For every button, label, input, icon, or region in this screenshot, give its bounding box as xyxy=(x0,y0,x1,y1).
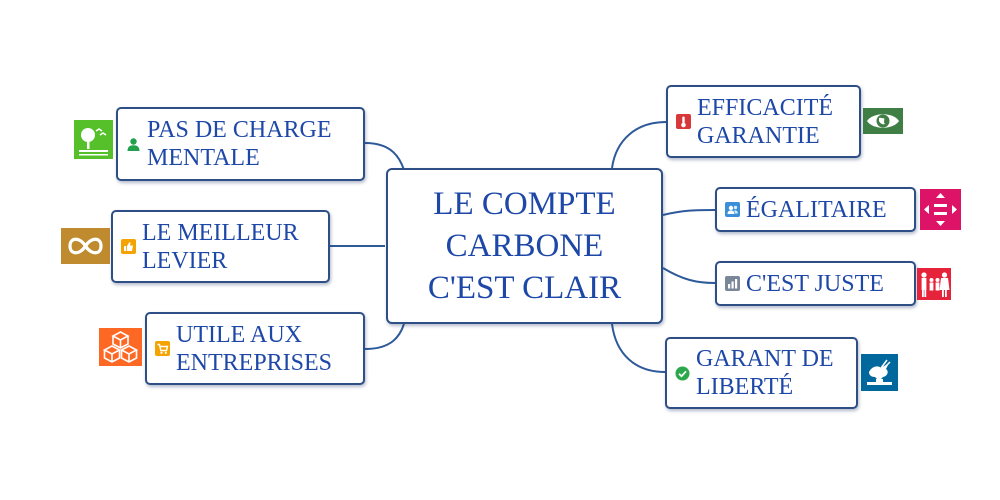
branch-label-line: ÉGALITAIRE xyxy=(746,196,887,223)
branch-egalitaire[interactable]: ÉGALITAIRE xyxy=(715,187,916,232)
branch-label-line: C'EST JUSTE xyxy=(746,270,884,297)
connector-right-2 xyxy=(662,209,716,216)
branch-le-meilleur-levier[interactable]: LE MEILLEUR LEVIER xyxy=(111,210,330,283)
branch-label-line: GARANTIE xyxy=(697,122,820,149)
branch-label-line: LIBERTÉ xyxy=(696,374,794,400)
connector-left-3 xyxy=(364,323,405,350)
sdg-life-on-land-icon xyxy=(74,120,113,159)
bar-chart-icon xyxy=(725,276,740,291)
connector-right-1 xyxy=(611,121,667,169)
sdg-climate-action-icon xyxy=(863,108,903,134)
central-topic-line-1: LE COMPTE xyxy=(433,186,616,222)
branch-label-line: ENTREPRISES xyxy=(176,349,333,376)
branch-label-line: EFFICACITÉ xyxy=(697,94,834,121)
sdg-no-poverty-icon xyxy=(917,268,951,300)
contacts-icon xyxy=(725,202,740,217)
branch-label-line: GARANT DE xyxy=(696,346,834,372)
sdg-responsible-consumption-icon xyxy=(61,228,110,264)
branch-label-line: MENTALE xyxy=(147,145,260,171)
central-topic[interactable]: LE COMPTE CARBONE C'EST CLAIR xyxy=(386,168,663,324)
cart-icon xyxy=(155,341,170,356)
branch-garant-de-liberte[interactable]: GARANT DE LIBERTÉ xyxy=(665,337,858,409)
person-icon xyxy=(126,137,141,152)
central-topic-line-3: C'EST CLAIR xyxy=(427,270,622,306)
central-topic-line-2: CARBONE xyxy=(445,228,604,264)
branch-efficacite-garantie[interactable]: EFFICACITÉ GARANTIE xyxy=(666,85,861,158)
check-circle-icon xyxy=(675,366,690,381)
branch-label-line: UTILE AUX xyxy=(176,321,302,348)
sdg-reduced-inequalities-icon xyxy=(920,189,961,230)
thermometer-icon xyxy=(676,114,691,129)
branch-c-est-juste[interactable]: C'EST JUSTE xyxy=(715,261,916,306)
branch-label-line: LEVIER xyxy=(142,247,228,274)
branch-label-line: LE MEILLEUR xyxy=(142,219,299,246)
branch-utile-aux-entreprises[interactable]: UTILE AUX ENTREPRISES xyxy=(145,312,365,385)
branch-pas-de-charge-mentale[interactable]: PAS DE CHARGE MENTALE xyxy=(116,107,365,181)
connector-right-4 xyxy=(611,323,666,373)
sdg-peace-justice-icon xyxy=(861,354,898,391)
sdg-industry-innovation-icon xyxy=(99,328,142,366)
connector-left-1 xyxy=(364,142,405,171)
branch-label-line: PAS DE CHARGE xyxy=(147,117,332,143)
connector-right-3 xyxy=(662,267,716,284)
thumbs-up-icon xyxy=(121,239,136,254)
